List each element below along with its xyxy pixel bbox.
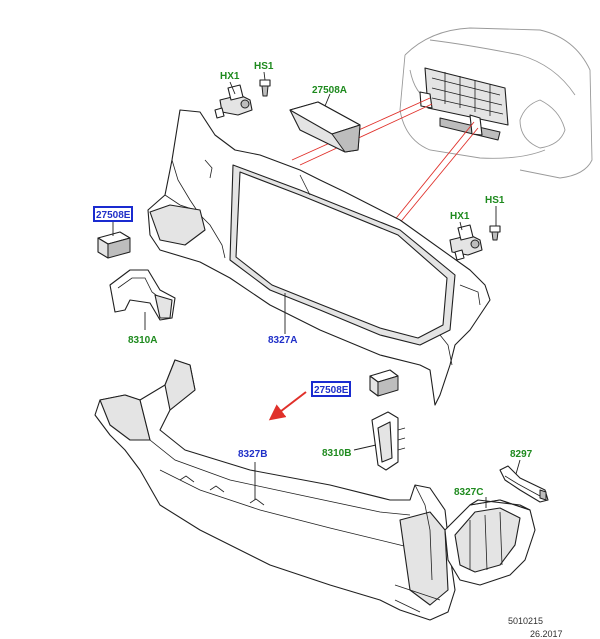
reference-date: 26.2017 — [530, 629, 563, 639]
highlight-box-27508e-mid — [311, 381, 351, 397]
foam-block-27508e-left — [97, 231, 131, 259]
screw-hs1-right — [489, 225, 501, 241]
vehicle-front-inset — [399, 27, 593, 179]
label-hx1-top: HX1 — [220, 71, 240, 82]
clip-hx1-right — [449, 224, 483, 261]
inset-callout-lines — [291, 97, 479, 226]
bracket-8310a — [109, 269, 176, 321]
label-8327b: 8327B — [238, 449, 267, 460]
label-8310b: 8310B — [322, 448, 351, 459]
label-27508a: 27508A — [312, 85, 347, 96]
label-hs1-top: HS1 — [254, 61, 274, 72]
label-27508e-left: 27508E — [96, 210, 131, 221]
reference-number: 5010215 — [508, 616, 543, 626]
label-leaders — [112, 71, 521, 508]
label-8297: 8297 — [510, 449, 533, 460]
screw-hs1-top — [259, 79, 271, 97]
label-27508e-mid: 27508E — [314, 385, 349, 396]
pointer-arrow — [268, 391, 307, 421]
label-8310a: 8310A — [128, 335, 157, 346]
label-8327a: 8327A — [268, 335, 297, 346]
foam-block-27508e-mid — [369, 369, 399, 397]
bracket-8310b — [371, 411, 406, 471]
bracket-8297 — [499, 465, 549, 503]
clip-hx1-top — [214, 84, 253, 119]
highlight-box-27508e-left — [93, 206, 133, 222]
seal-27508a — [289, 101, 361, 153]
air-deflector-frame-8327a — [147, 109, 491, 406]
label-hx1-right: HX1 — [450, 211, 470, 222]
undershield-8327b — [94, 359, 456, 621]
label-hs1-right: HS1 — [485, 195, 505, 206]
deflector-8327c — [444, 499, 536, 586]
label-8327c: 8327C — [454, 487, 483, 498]
